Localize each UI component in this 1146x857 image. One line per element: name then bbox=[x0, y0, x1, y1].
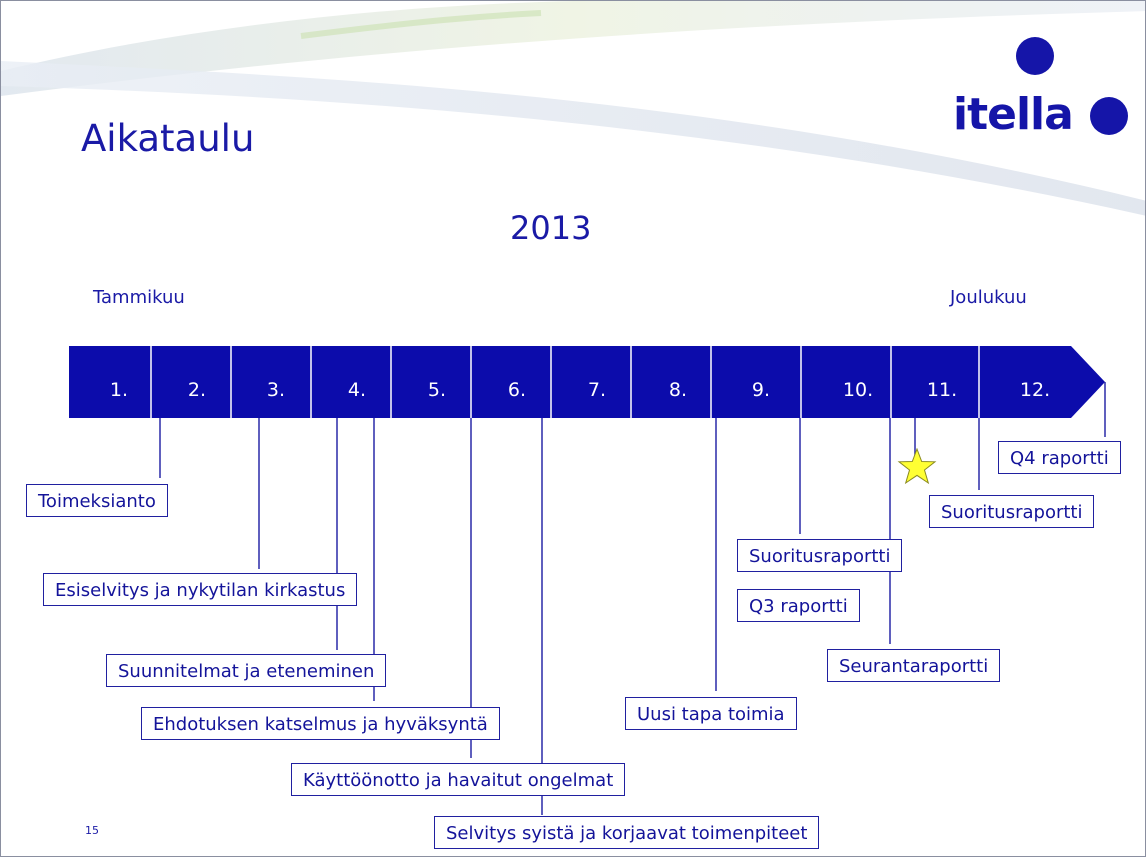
month-4-label: 4. bbox=[347, 379, 367, 401]
timeline-arrow-bar bbox=[69, 346, 1105, 418]
page-title: Aikataulu bbox=[81, 117, 255, 160]
background-swoosh bbox=[1, 1, 1145, 216]
month-7-label: 7. bbox=[587, 379, 607, 401]
month-10-label: 10. bbox=[842, 379, 874, 401]
milestone-box: Käyttöönotto ja havaitut ongelmat bbox=[291, 763, 626, 796]
star-icon bbox=[897, 448, 937, 485]
month-5-label: 5. bbox=[427, 379, 447, 401]
month-12-label: 12. bbox=[1019, 379, 1051, 401]
month-2-label: 2. bbox=[187, 379, 207, 401]
month-9-label: 9. bbox=[751, 379, 771, 401]
page-number: 15 bbox=[85, 824, 99, 837]
milestone-box: Toimeksianto bbox=[26, 484, 168, 517]
month-8-label: 8. bbox=[668, 379, 688, 401]
milestone-box: Seurantaraportti bbox=[827, 649, 1001, 682]
milestone-box: Suoritusraportti bbox=[929, 495, 1095, 528]
milestone-box: Suoritusraportti bbox=[737, 539, 903, 572]
milestone-box: Suunnitelmat ja eteneminen bbox=[106, 654, 387, 687]
milestone-box: Ehdotuksen katselmus ja hyväksyntä bbox=[141, 707, 500, 740]
milestone-box: Selvitys syistä ja korjaavat toimenpitee… bbox=[434, 816, 820, 849]
connector-lines bbox=[159, 382, 1106, 815]
month-1-label: 1. bbox=[109, 379, 129, 401]
milestone-box: Uusi tapa toimia bbox=[625, 697, 797, 730]
month-6-label: 6. bbox=[507, 379, 527, 401]
logo-text: itella bbox=[953, 89, 1074, 140]
milestone-box: Q4 raportti bbox=[998, 441, 1121, 474]
end-month-label: Joulukuu bbox=[950, 287, 1027, 308]
start-month-label: Tammikuu bbox=[93, 287, 185, 308]
milestone-box: Esiselvitys ja nykytilan kirkastus bbox=[43, 573, 358, 606]
year-heading: 2013 bbox=[510, 209, 592, 247]
month-11-label: 11. bbox=[926, 379, 958, 401]
logo-dot-icon bbox=[1016, 37, 1054, 75]
milestone-box: Q3 raportti bbox=[737, 589, 860, 622]
month-3-label: 3. bbox=[266, 379, 286, 401]
logo-dot-icon bbox=[1090, 97, 1128, 135]
